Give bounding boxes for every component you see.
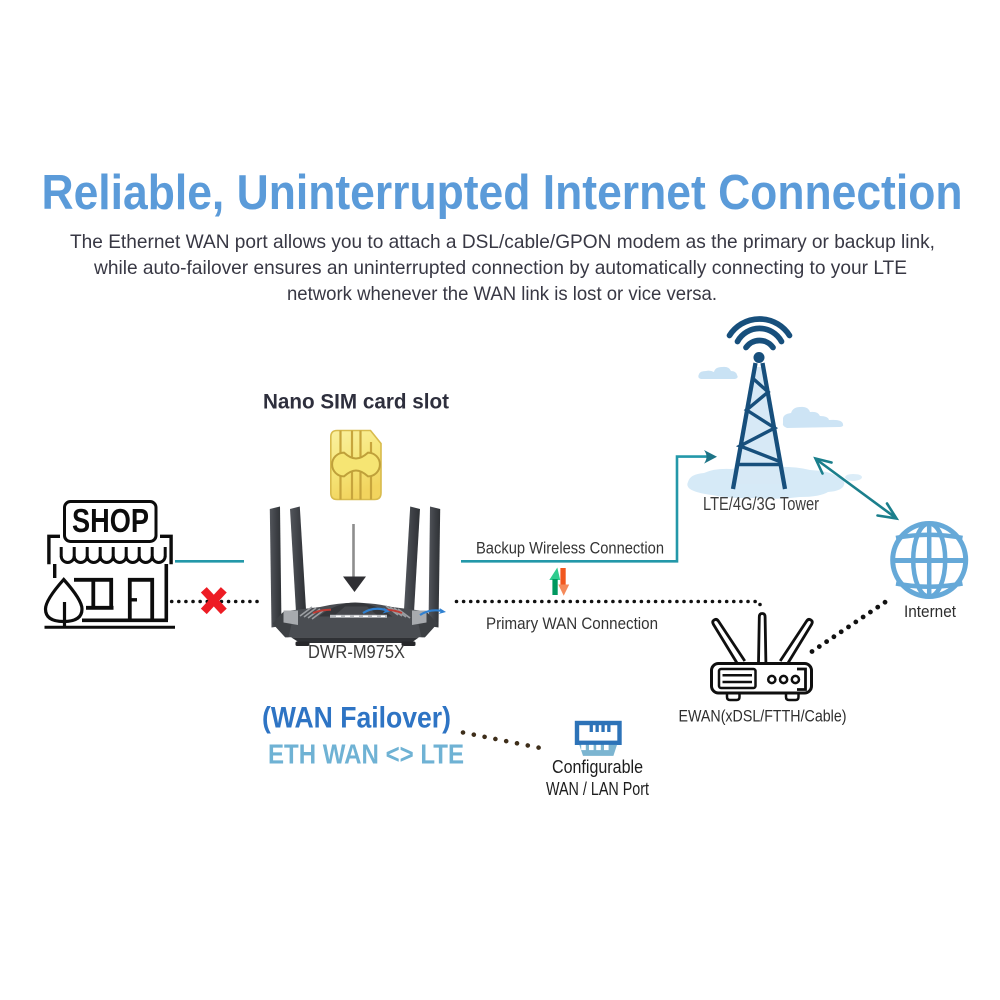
svg-text:Primary WAN Connection: Primary WAN Connection — [486, 615, 658, 633]
svg-text:network whenever the WAN link: network whenever the WAN link is lost or… — [287, 283, 717, 305]
svg-text:Configurable: Configurable — [552, 757, 643, 777]
svg-text:ETH WAN <> LTE: ETH WAN <> LTE — [268, 739, 464, 770]
svg-text:WAN / LAN Port: WAN / LAN Port — [546, 779, 649, 799]
svg-text:while auto-failover ensures an: while auto-failover ensures an uninterru… — [93, 257, 907, 279]
svg-text:EWAN(xDSL/FTTH/Cable): EWAN(xDSL/FTTH/Cable) — [679, 707, 847, 726]
svg-text:Internet: Internet — [904, 602, 956, 621]
svg-text:DWR-M975X: DWR-M975X — [308, 641, 405, 662]
svg-text:SHOP: SHOP — [72, 502, 149, 539]
svg-text:Reliable, Uninterrupted Intern: Reliable, Uninterrupted Internet Connect… — [42, 165, 963, 220]
svg-text:(WAN Failover): (WAN Failover) — [262, 702, 451, 735]
svg-text:LTE/4G/3G Tower: LTE/4G/3G Tower — [703, 494, 819, 514]
svg-text:Nano SIM card slot: Nano SIM card slot — [263, 391, 449, 414]
svg-text:Backup Wireless Connection: Backup Wireless Connection — [476, 540, 664, 558]
svg-text:The Ethernet WAN port allows y: The Ethernet WAN port allows you to atta… — [70, 231, 935, 253]
